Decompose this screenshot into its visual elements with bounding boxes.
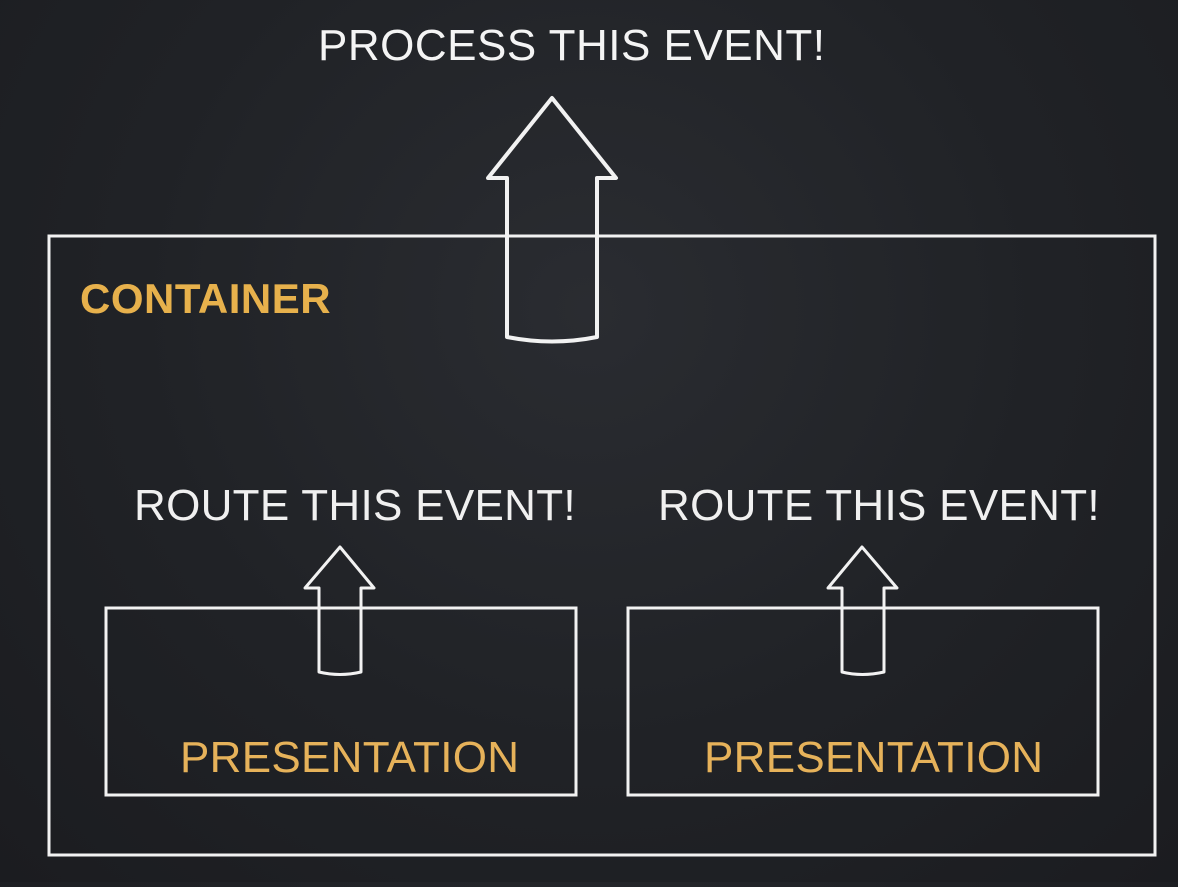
process-event-label: PROCESS THIS EVENT! bbox=[318, 21, 826, 70]
container-label: CONTAINER bbox=[80, 275, 332, 322]
route-event-label-right: ROUTE THIS EVENT! bbox=[658, 481, 1100, 530]
route-event-label-left: ROUTE THIS EVENT! bbox=[134, 481, 576, 530]
container-box bbox=[47, 234, 1157, 857]
presentation-label-left: PRESENTATION bbox=[180, 733, 520, 782]
process-event-up-arrow-icon bbox=[486, 96, 618, 344]
presentation-box-left bbox=[104, 606, 578, 797]
route-event-up-arrow-icon-left bbox=[303, 545, 376, 676]
route-event-up-arrow-icon-right bbox=[826, 545, 899, 676]
presentation-box-right bbox=[626, 606, 1100, 797]
presentation-label-right: PRESENTATION bbox=[704, 733, 1044, 782]
